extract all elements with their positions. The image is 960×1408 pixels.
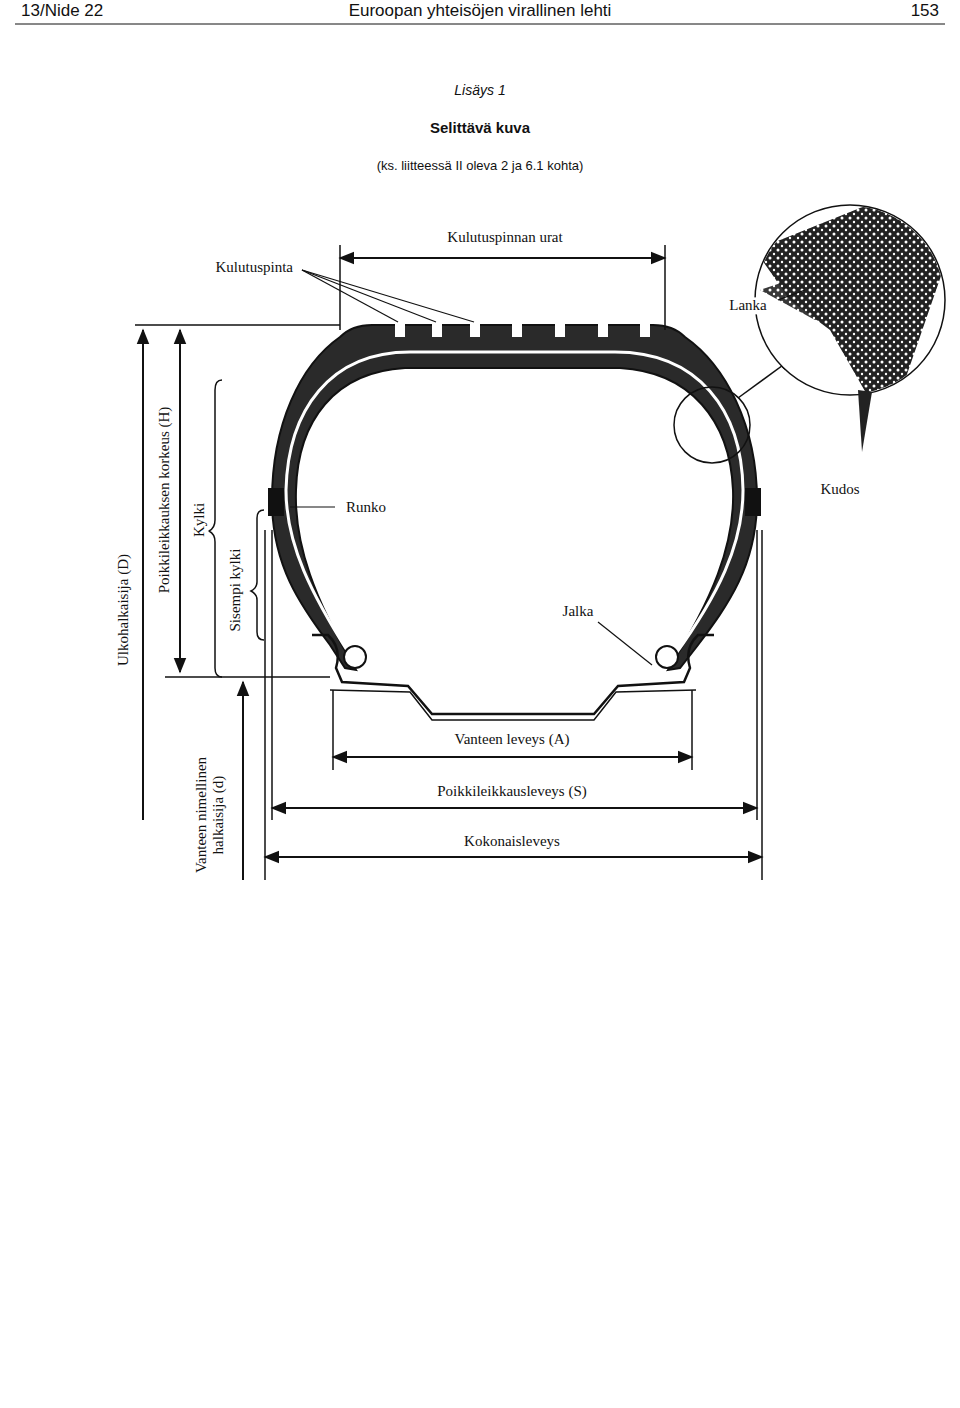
part-label: Jalka — [560, 603, 597, 620]
dimension-label: Kylki — [191, 500, 208, 540]
dimension-label: Kulutuspinnan urat — [444, 229, 565, 246]
part-label: Kudos — [817, 481, 862, 498]
reference-note: (ks. liitteessä II oleva 2 ja 6.1 kohta) — [374, 159, 587, 174]
dimension-label: Sisempi kylki — [227, 546, 244, 635]
page-header: Euroopan yhteisöjen virallinen lehti — [346, 1, 615, 21]
page-header: 13/Nide 22 — [18, 1, 106, 21]
dimension-label: Vanteen leveys (A) — [452, 731, 573, 748]
dimension-label: Kokonaisleveys — [461, 833, 563, 850]
part-label: Runko — [343, 499, 389, 516]
part-label: Lanka — [726, 297, 769, 314]
dimension-label: Poikkileikkauksen korkeus (H) — [156, 404, 173, 597]
dimension-label: Poikkileikkausleveys (S) — [434, 783, 590, 800]
dimension-label: Ulkohalkaisija (D) — [115, 551, 132, 669]
annex-label: Lisäys 1 — [451, 82, 508, 98]
figure-title: Selittävä kuva — [427, 119, 533, 136]
page-number: 153 — [908, 1, 942, 21]
part-label: Kulutuspinta — [213, 259, 297, 276]
dimension-label: Vanteen nimellinen halkaisija (d) — [193, 737, 228, 893]
